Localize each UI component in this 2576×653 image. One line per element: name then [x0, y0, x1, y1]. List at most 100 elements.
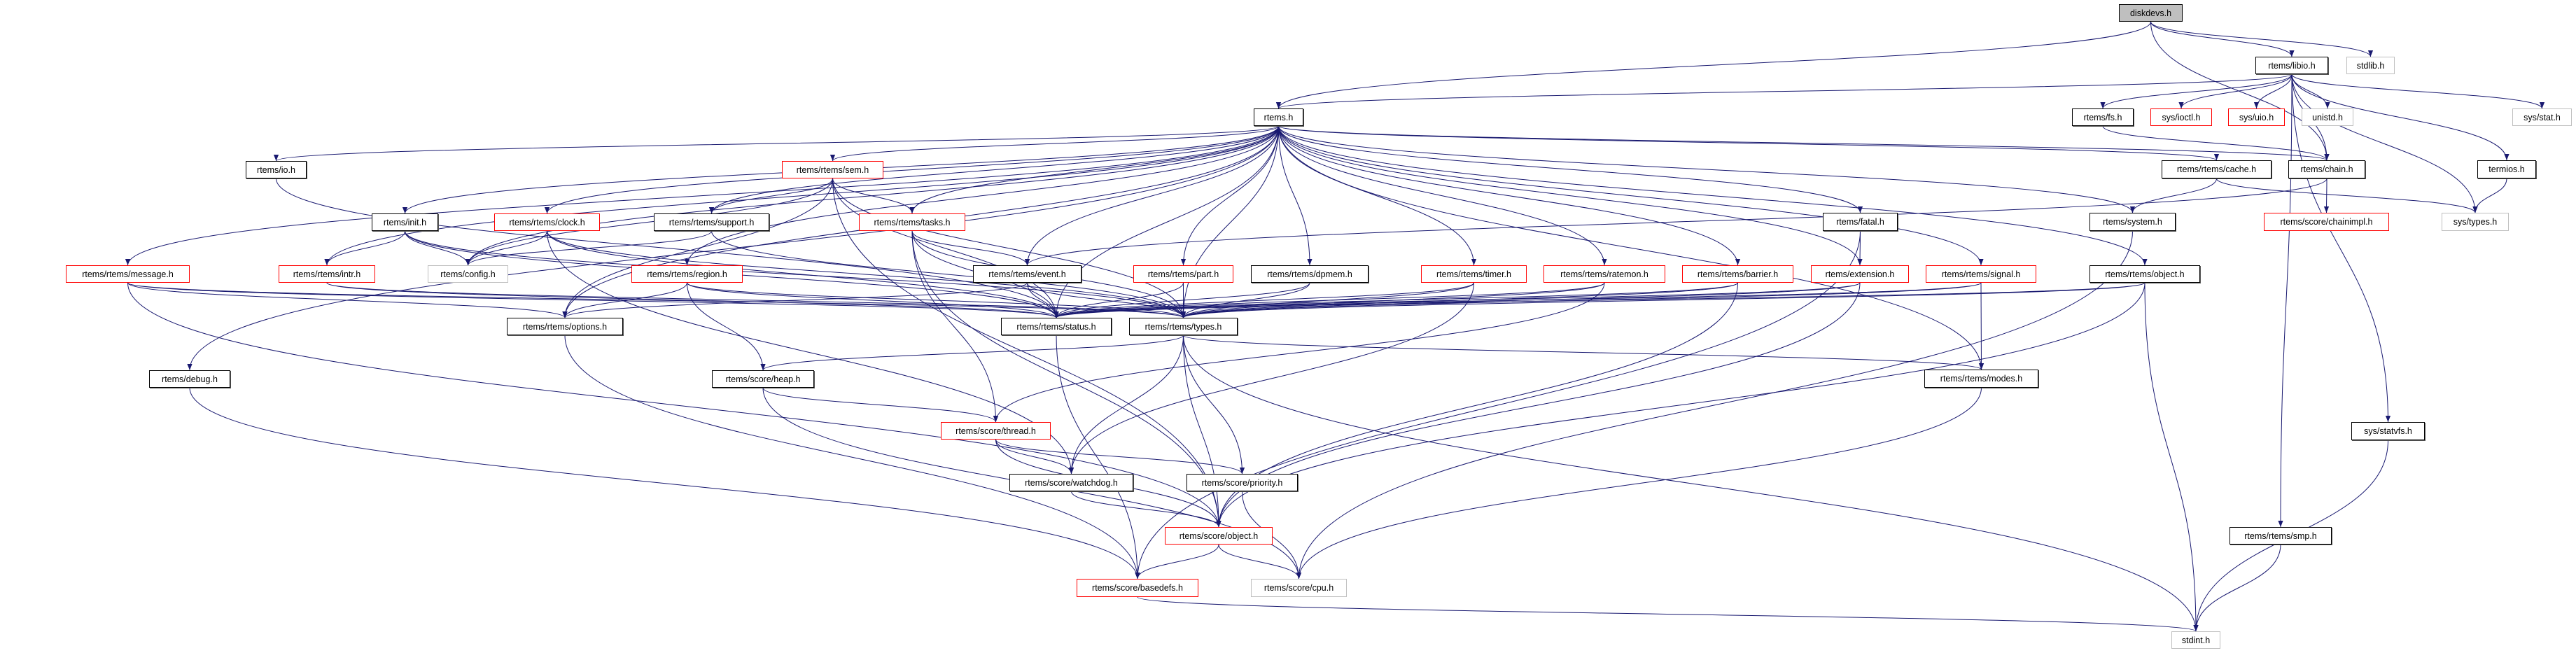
node-status[interactable]: rtems/rtems/status.h	[1001, 318, 1112, 335]
edge-sem-to-types	[832, 178, 1186, 318]
node-cache[interactable]: rtems/rtems/cache.h	[2162, 160, 2272, 178]
node-label: rtems/rtems/region.h	[647, 269, 727, 279]
node-label: rtems/rtems/barrier.h	[1697, 269, 1779, 279]
edge-cache-to-systypes	[2216, 178, 2478, 213]
node-priority[interactable]: rtems/score/priority.h	[1186, 474, 1298, 491]
node-dpmem[interactable]: rtems/rtems/dpmem.h	[1251, 265, 1368, 283]
node-label: rtems/score/thread.h	[955, 426, 1036, 436]
edge-rtems-to-signal	[1278, 125, 1984, 266]
node-unistd[interactable]: unistd.h	[2302, 108, 2353, 126]
edge-rtems-to-system	[1278, 125, 2135, 213]
node-barrier[interactable]: rtems/rtems/barrier.h	[1682, 265, 1793, 283]
node-stdlib[interactable]: stdlib.h	[2346, 57, 2395, 74]
node-clock[interactable]: rtems/rtems/clock.h	[494, 213, 600, 231]
node-label: rtems/rtems/types.h	[1144, 321, 1222, 332]
edge-diskdevs-to-stdlib	[2150, 21, 2373, 57]
node-sobject[interactable]: rtems/score/object.h	[1165, 527, 1273, 545]
node-label: rtems/score/heap.h	[725, 374, 801, 384]
edge-rtems-to-config	[465, 125, 1279, 266]
node-timer[interactable]: rtems/rtems/timer.h	[1421, 265, 1527, 283]
node-options[interactable]: rtems/rtems/options.h	[507, 318, 623, 335]
node-system[interactable]: rtems/system.h	[2090, 213, 2176, 231]
node-basedefs[interactable]: rtems/score/basedefs.h	[1077, 579, 1198, 597]
edge-clock-to-types	[547, 230, 1186, 318]
node-part[interactable]: rtems/rtems/part.h	[1133, 265, 1233, 283]
node-heap[interactable]: rtems/score/heap.h	[712, 370, 814, 388]
edge-sem-to-support	[708, 178, 833, 214]
node-sem[interactable]: rtems/rtems/sem.h	[782, 161, 883, 178]
node-ioctl[interactable]: sys/ioctl.h	[2150, 108, 2212, 126]
node-termios[interactable]: termios.h	[2477, 160, 2536, 178]
edge-types-to-stdint	[1183, 335, 2199, 632]
edge-robject-to-status	[1054, 282, 2146, 318]
edge-rtems-to-modes	[1278, 125, 1984, 370]
node-thread[interactable]: rtems/score/thread.h	[941, 422, 1051, 440]
node-config[interactable]: rtems/config.h	[428, 265, 508, 283]
node-diskdevs[interactable]: diskdevs.h	[2119, 4, 2183, 22]
node-libio[interactable]: rtems/libio.h	[2255, 57, 2328, 74]
edge-support-to-types	[711, 230, 1186, 318]
node-intr[interactable]: rtems/rtems/intr.h	[279, 265, 375, 283]
node-message[interactable]: rtems/rtems/message.h	[66, 265, 190, 283]
node-rtems[interactable]: rtems.h	[1254, 108, 1303, 126]
node-modes[interactable]: rtems/rtems/modes.h	[1924, 370, 2038, 388]
node-label: rtems/score/chainimpl.h	[2280, 217, 2373, 227]
node-stdint[interactable]: stdint.h	[2171, 631, 2220, 649]
edge-event-to-options	[562, 282, 1028, 318]
node-chain[interactable]: rtems/chain.h	[2288, 160, 2365, 178]
node-types[interactable]: rtems/rtems/types.h	[1129, 318, 1238, 335]
node-event[interactable]: rtems/rtems/event.h	[973, 265, 1082, 283]
edge-rtems-to-message	[125, 125, 1279, 266]
node-label: rtems/fatal.h	[1836, 217, 1884, 227]
node-smp[interactable]: rtems/rtems/smp.h	[2230, 527, 2332, 545]
edge-fs-to-chain	[2102, 125, 2330, 161]
edge-region-to-status	[687, 282, 1059, 318]
edge-sem-to-status	[832, 178, 1059, 318]
edge-rtems-to-barrier	[1278, 125, 1741, 266]
node-label: rtems/fs.h	[2083, 112, 2122, 122]
edge-sobject-to-cpu	[1218, 544, 1302, 580]
node-region[interactable]: rtems/rtems/region.h	[631, 265, 743, 283]
node-ratemon[interactable]: rtems/rtems/ratemon.h	[1544, 265, 1665, 283]
node-label: stdlib.h	[2356, 60, 2385, 71]
node-fs[interactable]: rtems/fs.h	[2072, 108, 2134, 126]
edge-dpmem-to-types	[1180, 282, 1310, 318]
edge-libio-to-fs	[2100, 73, 2292, 109]
node-label: rtems/rtems/modes.h	[1940, 374, 2023, 384]
node-statvfs[interactable]: sys/statvfs.h	[2351, 422, 2425, 440]
node-chainimpl[interactable]: rtems/score/chainimpl.h	[2264, 213, 2389, 231]
node-watchdog[interactable]: rtems/score/watchdog.h	[1009, 474, 1133, 491]
node-signal[interactable]: rtems/rtems/signal.h	[1926, 265, 2036, 283]
node-cpu[interactable]: rtems/score/cpu.h	[1251, 579, 1347, 597]
edge-debug-to-basedefs	[189, 387, 1140, 580]
node-io[interactable]: rtems/io.h	[246, 161, 307, 178]
edge-message-to-options	[127, 282, 568, 318]
node-systypes[interactable]: sys/types.h	[2442, 213, 2509, 231]
node-label: rtems/system.h	[2103, 217, 2162, 227]
edge-libio-to-ioctl	[2178, 73, 2292, 109]
node-debug[interactable]: rtems/debug.h	[149, 370, 230, 388]
node-robject[interactable]: rtems/rtems/object.h	[2090, 265, 2200, 283]
edge-system-to-cpu	[1296, 230, 2133, 580]
edge-thread-to-watchdog	[995, 439, 1074, 475]
node-label: rtems/debug.h	[162, 374, 218, 384]
node-label: rtems/init.h	[383, 217, 427, 227]
edge-region-to-options	[562, 282, 687, 318]
node-label: rtems/rtems/cache.h	[2176, 164, 2257, 174]
edge-init-to-types	[405, 230, 1186, 318]
edge-smp-to-stdint	[2193, 544, 2281, 632]
edge-rtems-to-clock	[545, 125, 1279, 214]
node-extension[interactable]: rtems/extension.h	[1811, 265, 1909, 283]
node-label: rtems/libio.h	[2268, 60, 2316, 71]
node-fatal[interactable]: rtems/fatal.h	[1823, 213, 1898, 231]
node-support[interactable]: rtems/rtems/support.h	[654, 213, 769, 231]
node-init[interactable]: rtems/init.h	[372, 213, 438, 231]
node-uio[interactable]: sys/uio.h	[2228, 108, 2285, 126]
edge-rtems-to-types	[1180, 125, 1279, 318]
node-tasks[interactable]: rtems/rtems/tasks.h	[859, 213, 965, 231]
node-label: rtems/rtems/sem.h	[796, 164, 869, 175]
edge-types-to-modes	[1183, 335, 1984, 370]
edge-event-to-types	[1027, 282, 1186, 318]
node-stat[interactable]: sys/stat.h	[2512, 108, 2572, 126]
edge-tasks-to-event	[911, 230, 1030, 266]
